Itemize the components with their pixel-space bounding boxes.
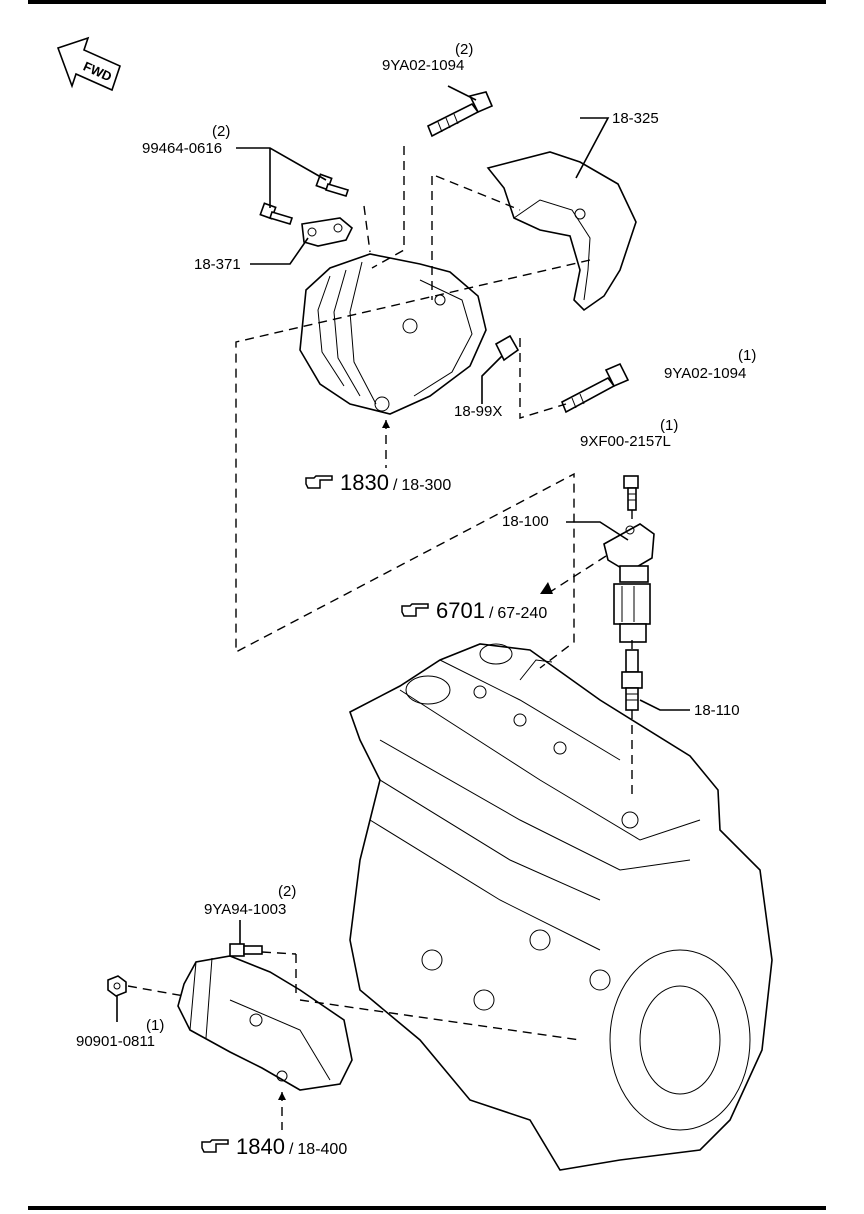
qty-9ya02-1094-right: (1): [738, 347, 757, 364]
qty-9ya94-1003: (2): [278, 883, 297, 900]
label-90901-0811[interactable]: 90901-0811: [76, 1033, 155, 1050]
label-9ya94-1003[interactable]: 9YA94-1003: [204, 901, 287, 918]
reference-1840[interactable]: 1840 / 18-400: [200, 1134, 347, 1160]
cap-18-99x: [494, 334, 520, 362]
alternator-assembly: [299, 253, 487, 415]
spark-plug-18-110: [621, 649, 643, 711]
pointing-hand-icon: [201, 1139, 229, 1153]
qty-99464-0616: (2): [212, 123, 231, 140]
label-18-99x[interactable]: 18-99X: [454, 403, 503, 420]
heat-shield-18-325: [486, 151, 637, 312]
label-18-100[interactable]: 18-100: [502, 513, 549, 530]
reference-sub: 18-400: [297, 1141, 348, 1158]
reference-separator: /: [288, 1141, 294, 1158]
reference-6701[interactable]: 6701 / 67-240: [400, 598, 547, 624]
label-18-325[interactable]: 18-325: [612, 110, 659, 127]
label-18-371[interactable]: 18-371: [194, 256, 241, 273]
bolt-9ya94-1003: [229, 943, 263, 957]
reference-sub: 18-300: [401, 477, 452, 494]
reference-separator: /: [392, 477, 398, 494]
qty-9xf00-2157l: (1): [660, 417, 679, 434]
label-9ya02-1094-right[interactable]: 9YA02-1094: [664, 365, 747, 382]
bolt-9ya02-1094-top: [426, 91, 494, 138]
label-99464-0616[interactable]: 99464-0616: [142, 140, 223, 157]
pointing-hand-icon: [401, 603, 429, 617]
qty-9ya02-1094-top: (2): [455, 41, 474, 58]
bolt-99464-0616: [259, 173, 350, 225]
top-border-rule: [28, 0, 826, 4]
bottom-border-rule: [28, 1206, 826, 1210]
reference-separator: /: [488, 605, 494, 622]
label-9xf00-2157l[interactable]: 9XF00-2157L: [580, 433, 671, 450]
bolt-9ya02-1094-right: [560, 362, 630, 414]
reference-fig: 6701: [436, 598, 485, 623]
reference-fig: 1840: [236, 1134, 285, 1159]
label-18-110[interactable]: 18-110: [694, 702, 740, 719]
ignition-coil-18-100: [603, 523, 655, 643]
nut-90901-0811: [107, 975, 127, 997]
label-9ya02-1094-top[interactable]: 9YA02-1094: [382, 57, 465, 74]
reference-fig: 1830: [340, 470, 389, 495]
reference-1830[interactable]: 1830 / 18-300: [304, 470, 451, 496]
engine-block: [349, 643, 773, 1171]
bracket-18-371: [301, 217, 353, 247]
qty-90901-0811: (1): [146, 1017, 165, 1034]
starter-motor: [177, 955, 353, 1091]
reference-sub: 67-240: [497, 605, 548, 622]
fwd-arrow-icon: FWD: [56, 36, 121, 92]
bolt-9xf00-2157l: [623, 475, 639, 511]
pointing-hand-icon: [305, 475, 333, 489]
